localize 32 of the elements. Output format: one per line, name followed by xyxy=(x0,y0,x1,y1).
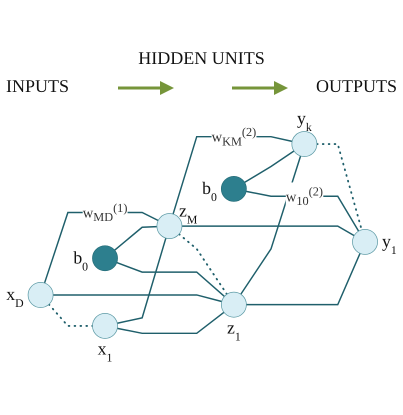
connector xyxy=(117,312,224,334)
node-circle xyxy=(28,282,54,308)
connector xyxy=(117,238,167,324)
node-circle xyxy=(220,176,247,202)
connector xyxy=(244,150,294,184)
section-label: OUTPUTS xyxy=(316,77,397,97)
section-label: INPUTS xyxy=(6,77,70,97)
connector xyxy=(172,136,292,214)
connector xyxy=(53,294,222,302)
node-circle xyxy=(352,228,378,255)
node-label: y$_{k}$ xyxy=(297,108,312,134)
node-label: z$_{M}$ xyxy=(179,200,198,226)
connector xyxy=(182,225,355,236)
node-label: b$_{0}$ xyxy=(73,247,88,274)
node-label: x$_{D}$ xyxy=(6,284,24,310)
connector xyxy=(316,143,363,231)
connector xyxy=(44,212,159,284)
node-circle xyxy=(92,245,118,272)
node-circle xyxy=(92,313,118,339)
connector xyxy=(178,233,228,296)
node-label: y$_{1}$ xyxy=(382,231,397,258)
connector xyxy=(116,262,225,297)
node-circle xyxy=(220,292,247,318)
section-label: HIDDEN UNITS xyxy=(138,49,265,69)
connector xyxy=(114,226,157,251)
connector xyxy=(48,303,94,327)
node-circle xyxy=(291,131,318,157)
connector xyxy=(246,253,361,306)
node-label: z$_{1}$ xyxy=(226,317,241,344)
node-label: b$_{0}$ xyxy=(202,178,217,204)
node-label: x$_{1}$ xyxy=(98,338,112,365)
connector xyxy=(240,156,302,295)
